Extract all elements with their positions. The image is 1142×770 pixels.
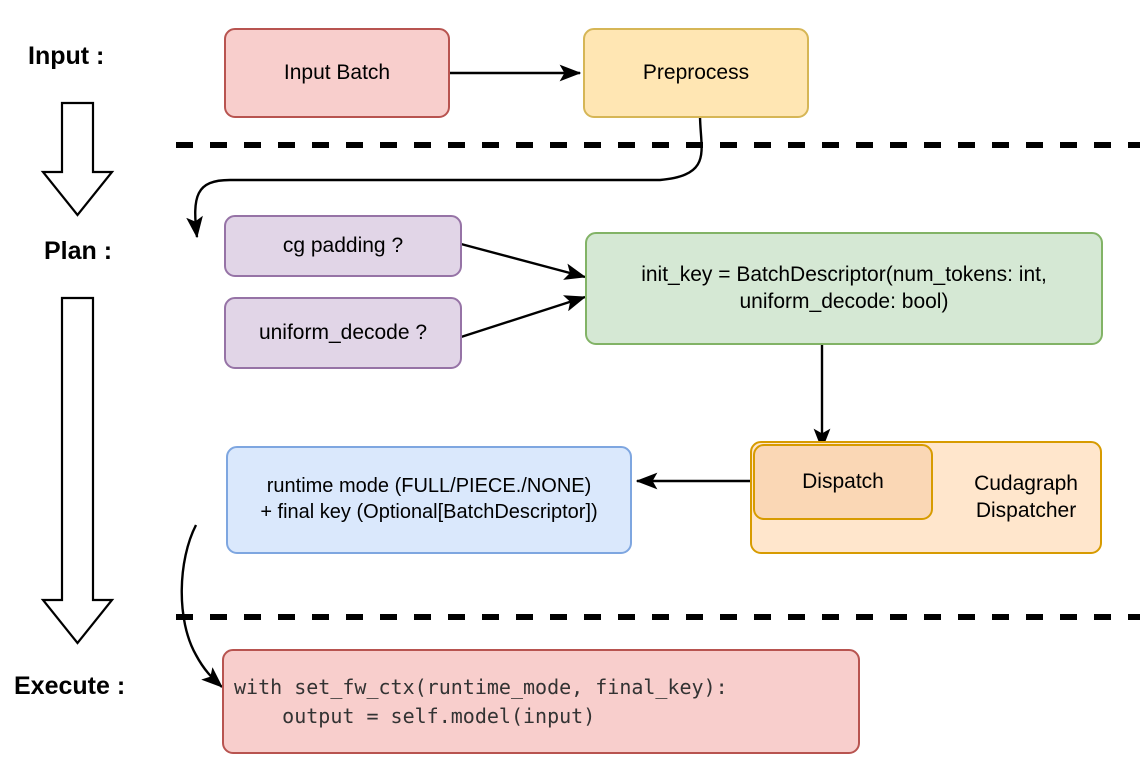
node-runtime-mode[interactable]: runtime mode (FULL/PIECE./NONE) + final …	[226, 446, 632, 554]
node-cg-padding-label: cg padding ?	[282, 233, 404, 257]
node-preprocess[interactable]: Preprocess	[583, 28, 809, 118]
node-cg-padding[interactable]: cg padding ?	[224, 215, 462, 277]
node-dispatch[interactable]: Dispatch	[753, 444, 933, 520]
node-uniform-decode[interactable]: uniform_decode ?	[224, 297, 462, 369]
edge-runtime-mode-to-execute-code	[180, 524, 223, 688]
stage-label-input: Input :	[28, 42, 105, 70]
stage-label-execute: Execute :	[14, 672, 126, 700]
node-preprocess-label: Preprocess	[642, 60, 750, 84]
node-runtime-mode-label: runtime mode (FULL/PIECE./NONE) + final …	[260, 475, 598, 523]
node-execute-code-label: with set_fw_ctx(runtime_mode, final_key)…	[234, 674, 728, 728]
edge-uniform-decode-to-init-key	[460, 295, 587, 339]
node-init-key[interactable]: init_key = BatchDescriptor(num_tokens: i…	[585, 232, 1103, 345]
node-init-key-label: init_key = BatchDescriptor(num_tokens: i…	[641, 262, 1047, 313]
node-execute-code[interactable]: with set_fw_ctx(runtime_mode, final_key)…	[222, 649, 860, 754]
stage-arrow-input-to-plan	[40, 101, 115, 217]
node-dispatch-label: Dispatch	[802, 469, 884, 493]
stage-label-plan: Plan :	[44, 237, 113, 265]
edge-cg-padding-to-init-key	[460, 242, 587, 280]
edge-preprocess-to-cg-padding	[186, 114, 703, 239]
node-input-batch[interactable]: Input Batch	[224, 28, 450, 118]
stage-arrow-plan-to-execute	[40, 296, 115, 645]
node-input-batch-label: Input Batch	[283, 60, 391, 84]
node-cudagraph-dispatcher-label: Cudagraph Dispatcher	[974, 471, 1078, 522]
node-uniform-decode-label: uniform_decode ?	[258, 320, 428, 344]
